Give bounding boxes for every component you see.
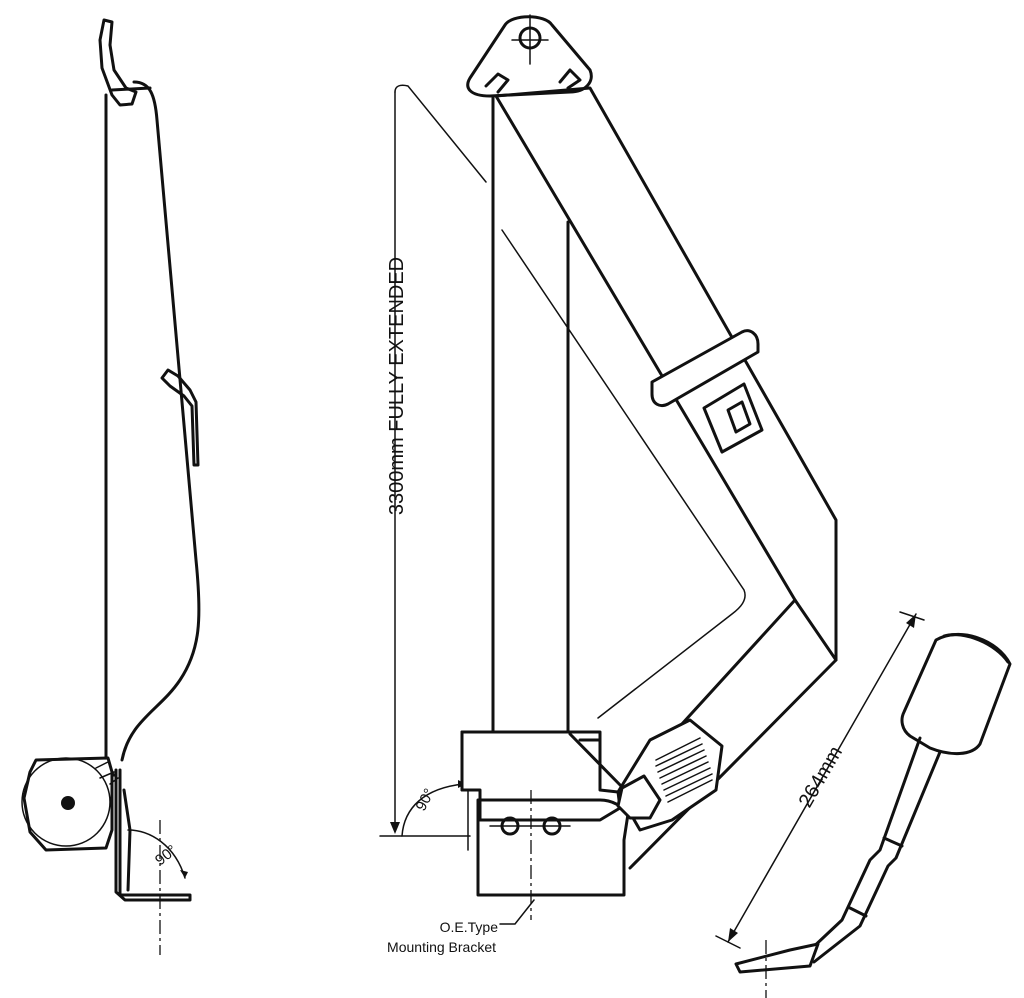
angle-label-center: 90°: [413, 786, 439, 814]
buckle-grip-pattern: [655, 737, 713, 803]
extension-dimension-label: 3300mm FULLY EXTENDED: [386, 257, 408, 515]
angle-label-left: 90°: [152, 842, 180, 869]
buckle-stalk-view: [715, 611, 1012, 998]
bracket-label-line2: Mounting Bracket: [387, 939, 496, 955]
side-view-retractor: [21, 18, 201, 955]
front-view-seatbelt: [379, 14, 838, 925]
bracket-label-line1: O.E.Type: [440, 919, 499, 935]
buckle-length-label: 264mm: [795, 743, 847, 812]
